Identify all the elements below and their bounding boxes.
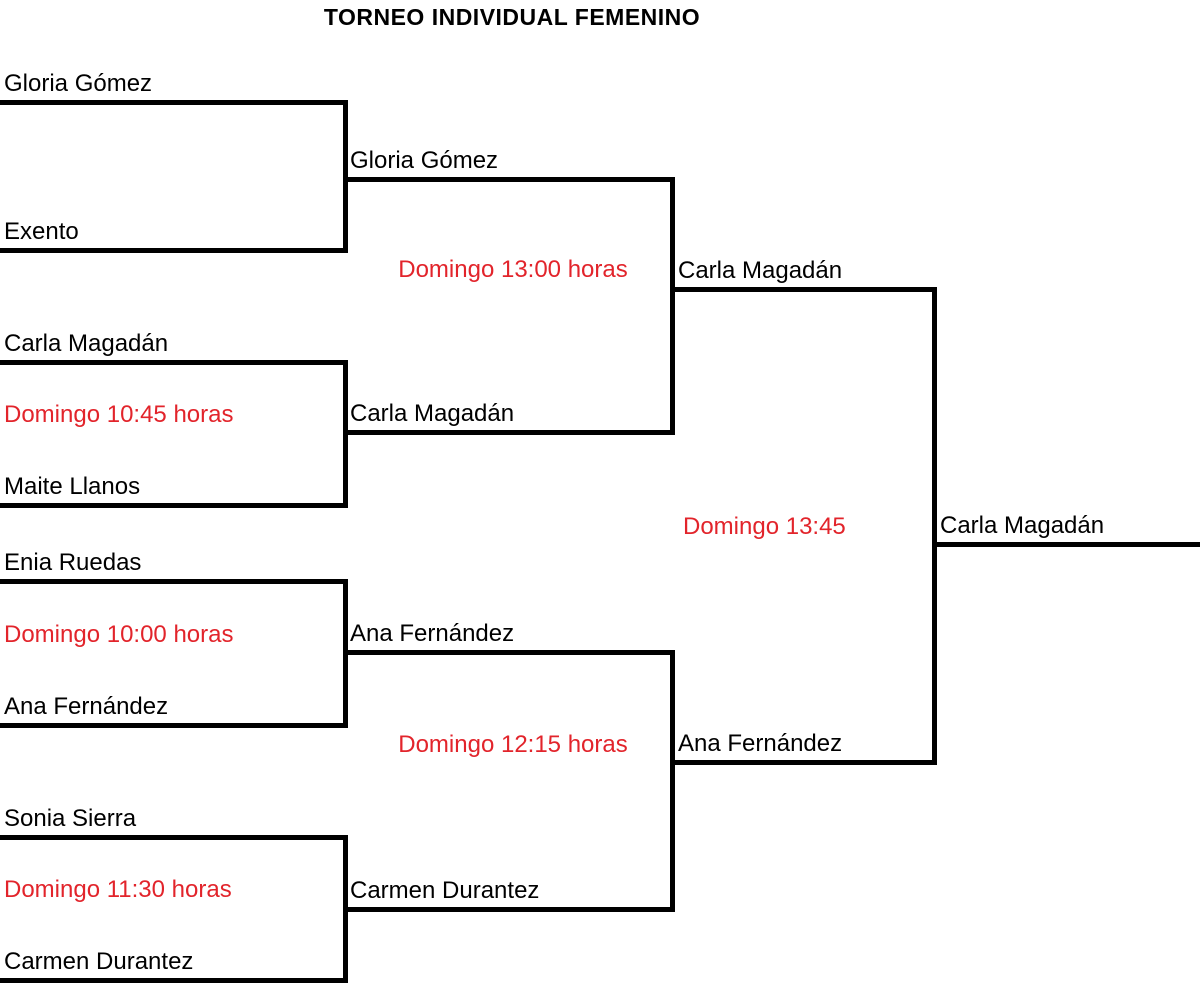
bracket-line-horizontal: [0, 503, 348, 508]
bracket-line-vertical: [343, 100, 348, 253]
player-name: Gloria Gómez: [350, 147, 499, 174]
match-time: Domingo 13:00 horas: [398, 256, 628, 283]
match-time: Domingo 12:15 horas: [398, 731, 628, 758]
match-time: Domingo 10:00 horas: [4, 621, 234, 648]
player-name: Ana Fernández: [4, 693, 169, 720]
bracket-line-vertical: [670, 177, 675, 435]
match-time: Domingo 10:45 horas: [4, 401, 234, 428]
bracket-line-horizontal: [670, 287, 937, 292]
player-name: Carmen Durantez: [4, 948, 194, 975]
bracket-line-horizontal: [670, 760, 937, 765]
bracket-line-horizontal: [0, 100, 348, 105]
bracket-line-horizontal: [343, 430, 675, 435]
bracket-line-horizontal: [932, 542, 1200, 547]
bracket-line-horizontal: [0, 248, 348, 253]
player-name: Carla Magadán: [4, 330, 169, 357]
player-name: Maite Llanos: [4, 473, 141, 500]
player-name: Exento: [4, 218, 79, 245]
bracket-line-horizontal: [0, 579, 348, 584]
player-name: Carmen Durantez: [350, 877, 540, 904]
match-time: Domingo 13:45: [683, 513, 846, 540]
player-name: Sonia Sierra: [4, 805, 137, 832]
tournament-title: TORNEO INDIVIDUAL FEMENINO: [323, 4, 701, 30]
winner-name: Ana Fernández: [678, 730, 843, 757]
match-time: Domingo 11:30 horas: [4, 876, 232, 903]
player-name: Enia Ruedas: [4, 549, 142, 576]
bracket-line-horizontal: [0, 723, 348, 728]
player-name: Gloria Gómez: [4, 70, 153, 97]
bracket-line-horizontal: [343, 177, 675, 182]
player-name: Carla Magadán: [350, 400, 515, 427]
winner-name: Carla Magadán: [678, 257, 843, 284]
player-name: Ana Fernández: [350, 620, 515, 647]
bracket-line-horizontal: [0, 978, 348, 983]
bracket-line-vertical: [932, 287, 937, 765]
champion-name: Carla Magadán: [940, 512, 1105, 539]
bracket-line-horizontal: [343, 650, 675, 655]
bracket-line-horizontal: [0, 360, 348, 365]
bracket-line-horizontal: [343, 907, 675, 912]
bracket-line-horizontal: [0, 835, 348, 840]
bracket-line-vertical: [670, 650, 675, 912]
